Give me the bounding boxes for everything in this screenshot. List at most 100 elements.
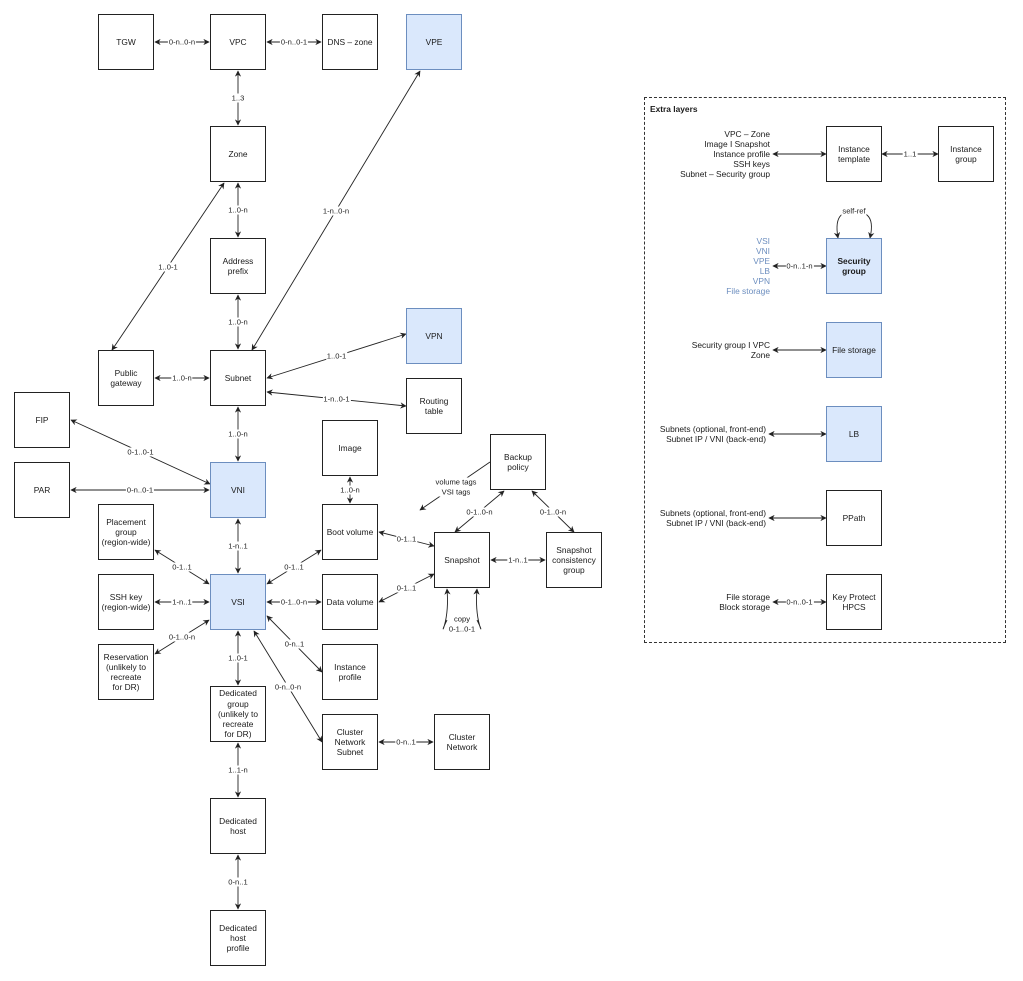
node-label: VPE (425, 36, 443, 47)
edge-label: 1-n..1 (227, 541, 249, 551)
node-label: VPC (229, 36, 247, 47)
edge-label: 1-n..0-n (321, 206, 351, 215)
node-datavol[interactable]: Data volume (322, 574, 378, 630)
node-label: Routing table (419, 395, 449, 416)
node-dns[interactable]: DNS – zone (322, 14, 378, 70)
edge-label: 1..0-n (339, 485, 361, 495)
node-label: Public gateway (110, 367, 142, 388)
node-bootvol[interactable]: Boot volume (322, 504, 378, 560)
node-fip[interactable]: FIP (14, 392, 70, 448)
node-keyprotect[interactable]: Key Protect HPCS (826, 574, 882, 630)
node-backup[interactable]: Backup policy (490, 434, 546, 490)
edge-label: 0-1..1 (395, 534, 418, 544)
node-tgw[interactable]: TGW (98, 14, 154, 70)
edge-label: 1..3 (230, 93, 246, 103)
node-sshkey[interactable]: SSH key (region-wide) (98, 574, 154, 630)
node-subnet[interactable]: Subnet (210, 350, 266, 406)
node-par[interactable]: PAR (14, 462, 70, 518)
node-secgroup[interactable]: Security group (826, 238, 882, 294)
edge-label: 0-n..1-n (785, 261, 814, 271)
node-label: Instance profile (334, 661, 366, 682)
edge-label: 0-1..1 (171, 562, 193, 572)
refs-filestorage: Security group I VPC Zone (691, 340, 770, 360)
node-pgw[interactable]: Public gateway (98, 350, 154, 406)
node-lb[interactable]: LB (826, 406, 882, 462)
node-dedgroup[interactable]: Dedicated group (unlikely to recreate fo… (210, 686, 266, 742)
edge-label: 0-n..1 (395, 737, 417, 747)
snapshot-self-loop-right[interactable] (473, 588, 482, 630)
edge-label: 0-n..0-1 (279, 37, 309, 47)
edge-label: 0-n..0-n (273, 682, 303, 691)
node-label: Subnet (224, 372, 252, 383)
snapshot-self-loop-left[interactable] (442, 588, 451, 630)
node-vsi[interactable]: VSI (210, 574, 266, 630)
edge-label: 0-1..0-n (538, 507, 568, 516)
node-label: Image (338, 442, 362, 453)
edge-label: 1-n..0-1 (322, 394, 351, 404)
node-label: Boot volume (326, 526, 374, 537)
refs-ppath: Subnets (optional, front-end) Subnet IP … (659, 508, 766, 528)
edge-label: 0-1..1 (283, 562, 305, 572)
node-dedhostprofile[interactable]: Dedicated host profile (210, 910, 266, 966)
node-instgroup[interactable]: Instance group (938, 126, 994, 182)
node-label: VPN (425, 330, 443, 341)
node-label: FIP (35, 414, 49, 425)
snapshot-copy-label: copy 0-1..0-1 (448, 614, 476, 634)
edge-label: 0-n..0-1 (125, 485, 155, 495)
node-label: Data volume (326, 596, 374, 607)
node-vpc[interactable]: VPC (210, 14, 266, 70)
extra-layers-panel (644, 97, 1006, 643)
node-cns[interactable]: Cluster Network Subnet (322, 714, 378, 770)
node-label: Instance template (837, 143, 871, 164)
edge-label: 0-n..1 (283, 639, 306, 649)
edge-label: 1..0-n (227, 429, 249, 439)
node-rt[interactable]: Routing table (406, 378, 462, 434)
node-label: Snapshot (444, 554, 480, 565)
node-insttemplate[interactable]: Instance template (826, 126, 882, 182)
edge-label: 0-1..0-n (279, 597, 309, 607)
node-label: Key Protect HPCS (832, 591, 876, 612)
node-instprofile[interactable]: Instance profile (322, 644, 378, 700)
node-label: Cluster Network Subnet (334, 726, 366, 758)
edge-label: 1..1 (902, 149, 918, 159)
node-snapshot[interactable]: Snapshot (434, 532, 490, 588)
node-label: Address prefix (222, 255, 254, 276)
node-label: DNS – zone (327, 36, 373, 47)
node-cn[interactable]: Cluster Network (434, 714, 490, 770)
node-label: VSI (231, 596, 245, 607)
node-placement[interactable]: Placement group (region-wide) (98, 504, 154, 560)
extra-layers-title: Extra layers (650, 104, 698, 114)
node-vpe[interactable]: VPE (406, 14, 462, 70)
node-image[interactable]: Image (322, 420, 378, 476)
node-label: File storage (832, 344, 876, 355)
node-label: Cluster Network (446, 731, 478, 752)
node-addr[interactable]: Address prefix (210, 238, 266, 294)
node-vni[interactable]: VNI (210, 462, 266, 518)
node-label: Instance group (950, 143, 982, 164)
node-ppath[interactable]: PPath (826, 490, 882, 546)
node-label: Zone (228, 148, 248, 159)
edge-label: 0-n..0-1 (785, 597, 814, 607)
node-label: Dedicated host (219, 815, 257, 836)
node-scg[interactable]: Snapshot consistency group (546, 532, 602, 588)
edge-label: 1..0-1 (227, 653, 249, 663)
node-vpn[interactable]: VPN (406, 308, 462, 364)
refs-lb: Subnets (optional, front-end) Subnet IP … (659, 424, 766, 444)
node-dedhost[interactable]: Dedicated host (210, 798, 266, 854)
node-label: Security group (837, 255, 871, 276)
node-label: LB (848, 428, 860, 439)
edge-label: 0-1..1 (395, 583, 418, 593)
node-label: Snapshot consistency group (552, 544, 596, 576)
node-reservation[interactable]: Reservation (unlikely to recreate for DR… (98, 644, 154, 700)
node-label: Dedicated group (unlikely to recreate fo… (217, 688, 259, 740)
edge-label: self-ref (841, 206, 867, 216)
edge-label: 1-n..1 (171, 597, 193, 607)
edge-label: 0-1..0-n (465, 507, 494, 516)
node-label: PAR (33, 484, 51, 495)
node-label: Placement group (region-wide) (101, 516, 151, 548)
node-zone[interactable]: Zone (210, 126, 266, 182)
node-label: Dedicated host profile (219, 922, 257, 954)
node-label: VNI (231, 484, 245, 495)
node-filestorage[interactable]: File storage (826, 322, 882, 378)
